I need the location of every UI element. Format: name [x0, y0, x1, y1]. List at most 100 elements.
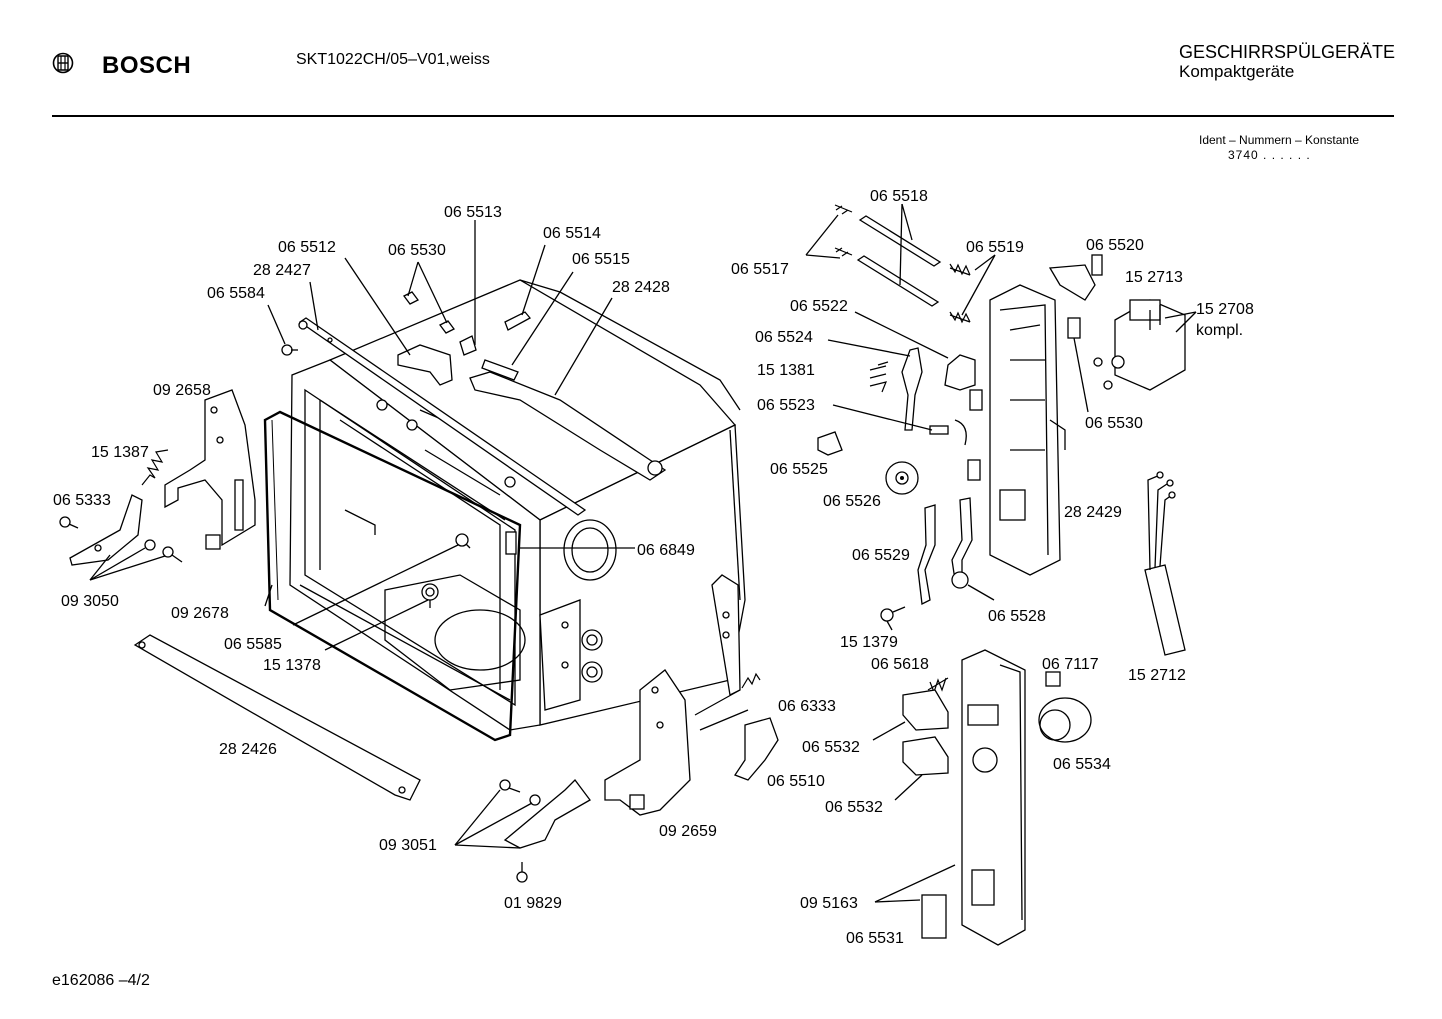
screw-065517-b: [834, 247, 853, 257]
appliance-category: GESCHIRRSPÜLGERÄTE: [1179, 42, 1396, 62]
button-065532-a: [902, 689, 949, 731]
label-092678: 09 2678: [171, 605, 229, 622]
label-065585: 06 5585: [224, 636, 282, 653]
label-065514: 06 5514: [543, 225, 601, 242]
tub-body: [289, 279, 746, 731]
arm-065529: [917, 504, 936, 605]
control-panel: [961, 649, 1026, 946]
label-151379: 15 1379: [840, 634, 898, 651]
label-065528: 06 5528: [988, 608, 1046, 625]
clip-066849: [505, 531, 517, 555]
bracket-093051: [503, 779, 591, 849]
screw-151379: [880, 606, 906, 622]
part-labels: 06 5513 06 5512 06 5530 06 5514 28 2427 …: [53, 188, 1254, 947]
label-065510: 06 5510: [767, 773, 825, 790]
label-152713: 15 2713: [1125, 269, 1183, 286]
label-065517: 06 5517: [731, 261, 789, 278]
label-065526: 06 5526: [823, 493, 881, 510]
pin-065523: [929, 419, 967, 446]
label-066849: 06 6849: [637, 542, 695, 559]
lever-065524: [901, 347, 923, 431]
label-065523: 06 5523: [757, 397, 815, 414]
label-065333: 06 5333: [53, 492, 111, 509]
label-065515: 06 5515: [572, 251, 630, 268]
label-065530-right: 06 5530: [1085, 415, 1143, 432]
clip-065525: [817, 431, 843, 456]
screw-093050: [162, 546, 183, 563]
label-092659: 09 2659: [659, 823, 717, 840]
label-065534: 06 5534: [1053, 756, 1111, 773]
label-065584: 06 5584: [207, 285, 265, 302]
appliance-subcategory: Kompaktgeräte: [1179, 62, 1295, 81]
label-282428: 28 2428: [612, 279, 670, 296]
brand-name: BOSCH: [102, 52, 192, 79]
label-092658: 09 2658: [153, 382, 211, 399]
label-065530-top: 06 5530: [388, 242, 446, 259]
label-065525: 06 5525: [770, 461, 828, 478]
spring-065519-b: [949, 311, 971, 324]
screw-065333: [59, 516, 79, 529]
label-067117: 06 7117: [1042, 656, 1099, 673]
bracket-092659: [604, 669, 691, 816]
spring-065519-a: [949, 263, 971, 276]
valve-151378: [421, 583, 439, 608]
ident-value: 3740 . . . . . .: [1228, 148, 1311, 162]
wheel-065526: [885, 461, 919, 495]
label-066333: 06 6333: [778, 698, 836, 715]
knob-cap-067117: [1045, 671, 1061, 687]
spring-151381: [869, 361, 889, 393]
latch-065512: [397, 344, 453, 386]
cap-065520: [1048, 264, 1096, 301]
button-065532-b: [902, 736, 949, 776]
label-065532-b: 06 5532: [825, 799, 883, 816]
actuator-065522: [944, 354, 976, 391]
spring-065618: [927, 677, 949, 694]
panel-housing: [989, 284, 1061, 576]
label-065532-a: 06 5532: [802, 739, 860, 756]
harness-152712: [1144, 564, 1186, 656]
label-065531: 06 5531: [846, 930, 904, 947]
bracket-092658: [164, 389, 256, 547]
bosch-armature-icon: [52, 52, 74, 74]
spring-065515: [481, 359, 519, 381]
spring-066333: [694, 672, 761, 716]
screw-065517-a: [834, 204, 853, 215]
model-number: SKT1022CH/05–V01,weiss: [296, 51, 490, 68]
label-095163: 09 5163: [800, 895, 858, 912]
label-065522: 06 5522: [790, 298, 848, 315]
rod-065518-b: [856, 255, 940, 307]
rod-065518-a: [858, 215, 942, 267]
screw-065585: [455, 533, 471, 549]
hinge-065510: [734, 717, 779, 781]
label-065520: 06 5520: [1086, 237, 1144, 254]
knob-065534: [1038, 697, 1092, 743]
screw-019829: [516, 862, 528, 883]
label-093051: 09 3051: [379, 837, 437, 854]
bracket-065333: [69, 494, 143, 566]
label-282427: 28 2427: [253, 262, 311, 279]
header-divider: [52, 115, 1394, 117]
label-065518: 06 5518: [870, 188, 928, 205]
label-065618: 06 5618: [871, 656, 929, 673]
top-strip-282427: [298, 317, 587, 516]
label-151381: 15 1381: [757, 362, 815, 379]
label-152708: 15 2708: [1196, 301, 1254, 318]
label-065513: 06 5513: [444, 204, 502, 221]
arm-065528: [951, 497, 973, 582]
label-151387: 15 1387: [91, 444, 149, 461]
label-282426: 28 2426: [219, 741, 277, 758]
ident-label: Ident – Nummern – Konstante: [1199, 133, 1360, 147]
spring-065514: [504, 311, 532, 331]
label-065524: 06 5524: [755, 329, 813, 346]
clip-065530-right: [1067, 317, 1081, 339]
label-065512: 06 5512: [278, 239, 336, 256]
screw-065584: [281, 344, 298, 356]
door-seal: [263, 410, 522, 742]
label-151378: 15 1378: [263, 657, 321, 674]
label-152708-kompl: kompl.: [1196, 322, 1243, 339]
label-282429: 28 2429: [1064, 504, 1122, 521]
bottom-strip-282426: [133, 634, 421, 801]
leader-lines: [89, 203, 1197, 903]
spring-151387: [141, 449, 169, 486]
